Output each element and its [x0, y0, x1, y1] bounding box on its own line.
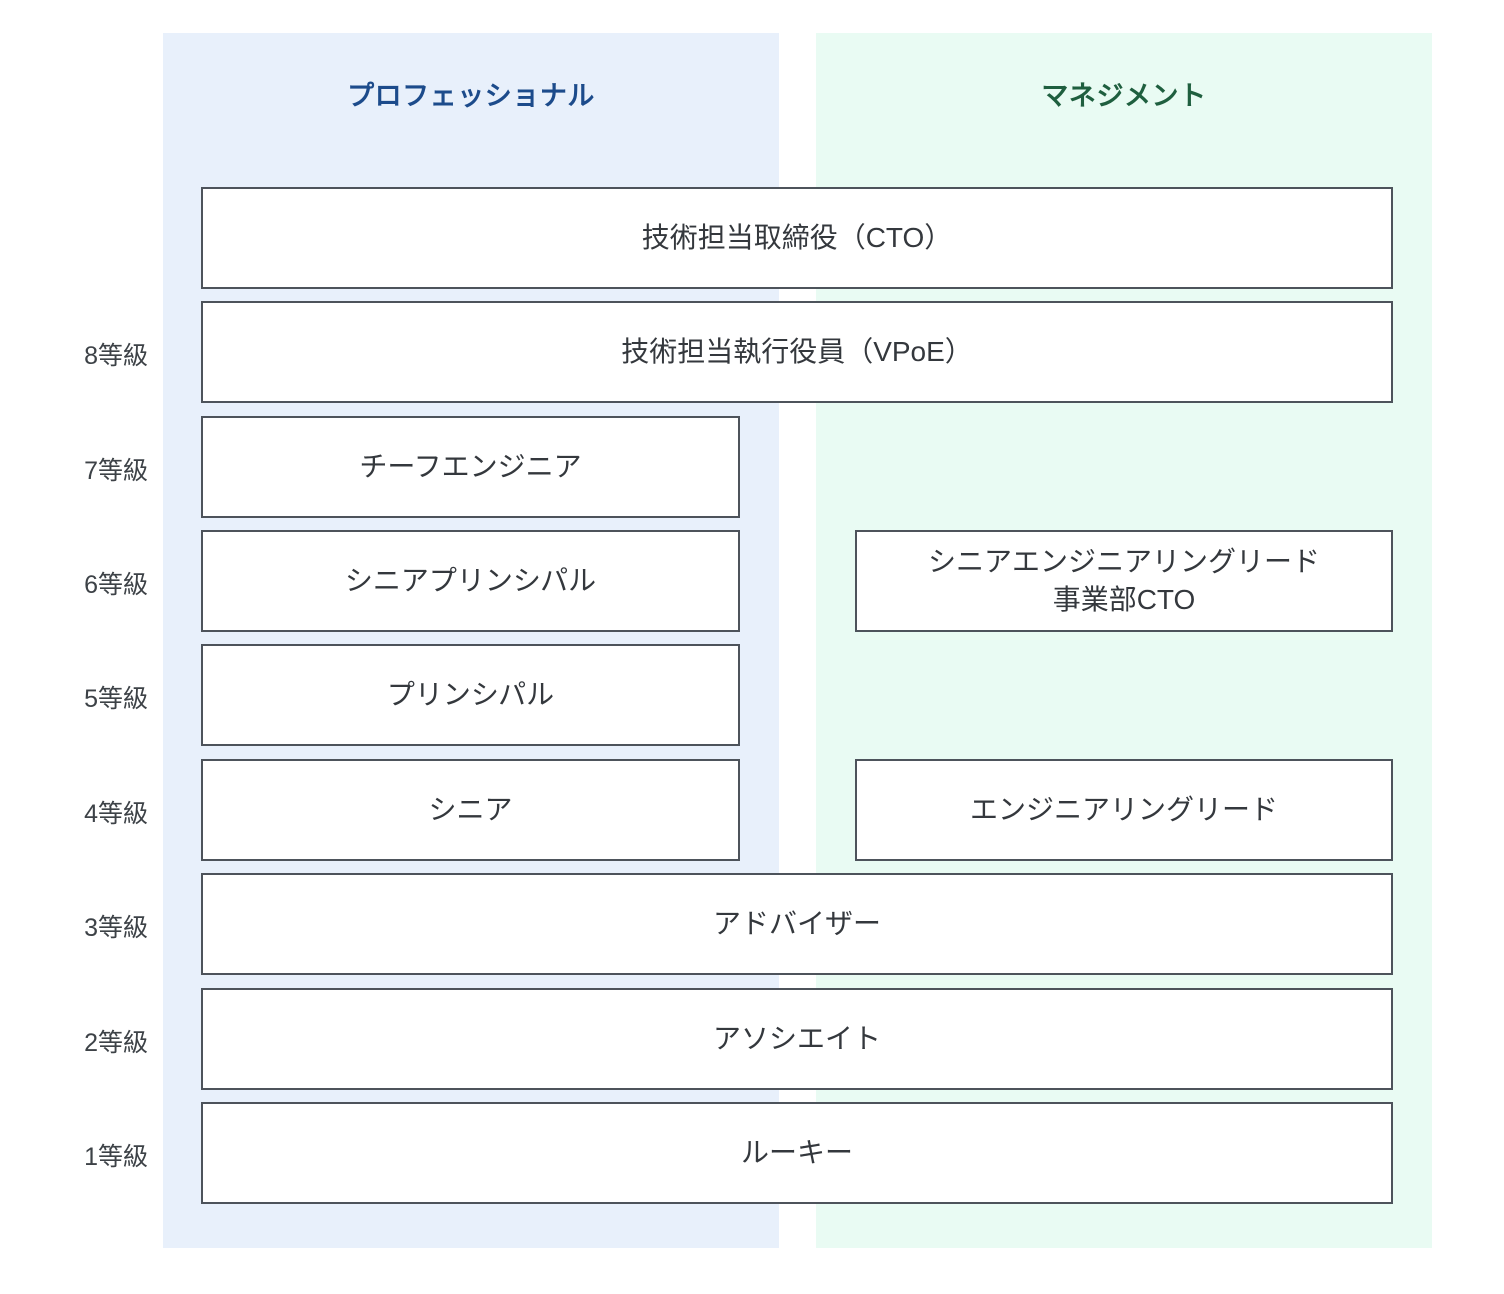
- column-header-professional: プロフェッショナル: [347, 81, 595, 111]
- role-box-senior: シニア: [201, 759, 740, 861]
- role-box-label: チーフエンジニア: [359, 451, 582, 483]
- role-box-senior-principal: シニアプリンシパル: [201, 530, 740, 632]
- role-box-associate: アソシエイト: [201, 988, 1393, 1090]
- role-box-label: アドバイザー: [712, 908, 881, 940]
- role-box-rookie: ルーキー: [201, 1102, 1393, 1204]
- grade-label-7: 7等級: [84, 457, 148, 485]
- grade-label-2: 2等級: [84, 1029, 148, 1057]
- role-box-chief-engineer: チーフエンジニア: [201, 416, 740, 518]
- column-header-management: マネジメント: [1041, 81, 1207, 111]
- grade-label-6: 6等級: [84, 571, 148, 599]
- role-box-senior-eng-lead: シニアエンジニアリングリード 事業部CTO: [855, 530, 1393, 632]
- role-box-label: シニア: [428, 794, 513, 826]
- role-box-label: 技術担当執行役員（VPoE）: [621, 336, 973, 368]
- grade-label-8: 8等級: [84, 342, 148, 370]
- grade-label-3: 3等級: [84, 914, 148, 942]
- grade-label-1: 1等級: [84, 1143, 148, 1171]
- role-box-principal: プリンシパル: [201, 644, 740, 746]
- role-box-label: 技術担当取締役（CTO）: [641, 222, 953, 254]
- role-box-cto: 技術担当取締役（CTO）: [201, 187, 1393, 289]
- role-box-label: エンジニアリングリード: [969, 794, 1278, 826]
- role-box-label: アソシエイト: [712, 1023, 881, 1055]
- role-box-label: プリンシパル: [386, 679, 555, 711]
- role-box-label: シニアプリンシパル: [344, 565, 597, 597]
- role-box-advisor: アドバイザー: [201, 873, 1393, 975]
- role-box-label: ルーキー: [740, 1137, 853, 1169]
- role-box-engineering-lead: エンジニアリングリード: [855, 759, 1393, 861]
- role-box-vpoe: 技術担当執行役員（VPoE）: [201, 301, 1393, 403]
- role-box-label: シニアエンジニアリングリード 事業部CTO: [927, 546, 1320, 615]
- grade-label-4: 4等級: [84, 800, 148, 828]
- grade-label-5: 5等級: [84, 685, 148, 713]
